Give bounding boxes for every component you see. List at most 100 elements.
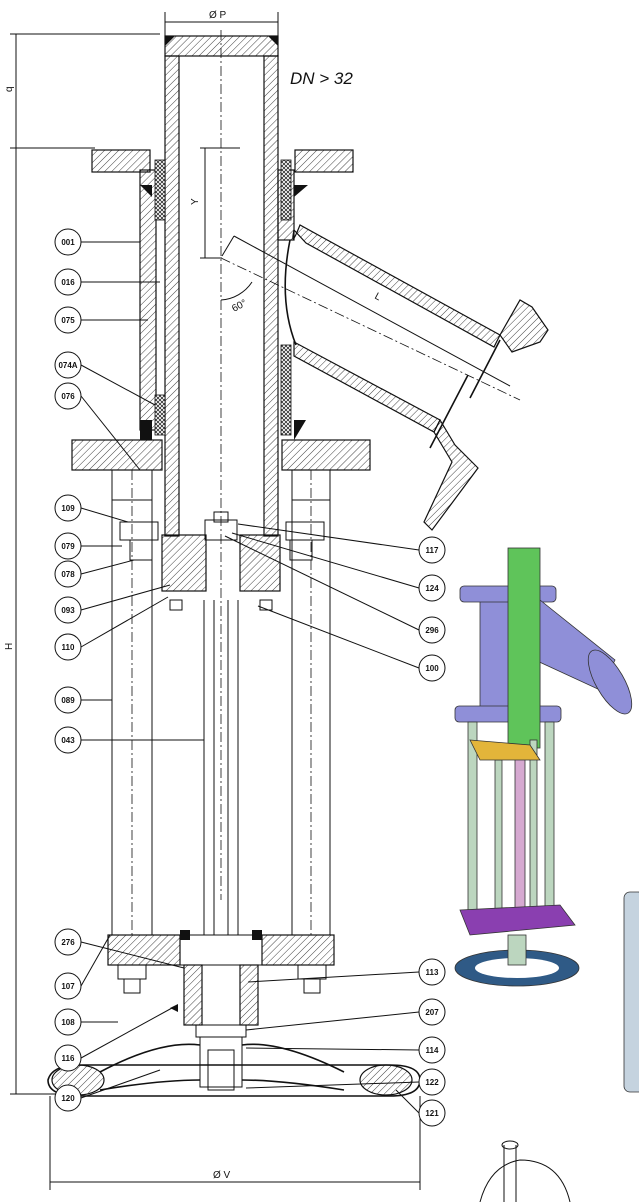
- callout-bubble: [418, 654, 446, 682]
- top-cap: [164, 35, 279, 57]
- dim-p: Ø P: [164, 10, 279, 36]
- callout-label: 117: [426, 546, 439, 555]
- hub: [170, 964, 259, 1091]
- dim-left: q H: [4, 33, 160, 1095]
- callout-bubble: [54, 560, 82, 588]
- callout-leader: [245, 1047, 420, 1051]
- callout-label: 076: [61, 392, 75, 401]
- angled-branch: L 60°: [220, 224, 549, 531]
- callout-bubble: [54, 228, 82, 256]
- callout-bubble: [54, 382, 82, 410]
- callout-leader: [231, 532, 420, 589]
- callout-label: 124: [425, 584, 439, 593]
- callout-label: 043: [61, 736, 75, 745]
- title-text: DN > 32: [290, 69, 353, 88]
- render-part: [514, 749, 526, 921]
- callout-bubble: [418, 1068, 446, 1096]
- callout-bubble: [54, 1044, 82, 1072]
- render-part: [469, 739, 541, 761]
- dim-v-label: Ø V: [213, 1170, 231, 1181]
- render-part: [544, 721, 555, 923]
- bottom-plate: [107, 930, 335, 994]
- callout-leader: [80, 1069, 161, 1099]
- callout-bubble: [54, 633, 82, 661]
- callout-label: 001: [61, 238, 75, 247]
- callout-bubble: [418, 958, 446, 986]
- callout-bubble: [418, 616, 446, 644]
- callouts-right: 117 124 296 100 113 207 114 122 121: [224, 523, 446, 1127]
- callout-bubble: [418, 1036, 446, 1064]
- callout-label: 114: [426, 1046, 439, 1055]
- callout-leader: [80, 364, 156, 406]
- yoke-block: [119, 511, 325, 611]
- callout-label: 074A: [58, 361, 77, 370]
- callout-label: 120: [61, 1094, 75, 1103]
- callout-leader: [80, 934, 111, 987]
- callout-label: 089: [61, 696, 75, 705]
- render-part: [459, 904, 576, 936]
- dim-v: Ø V: [49, 1096, 421, 1190]
- callout-bubble: [54, 306, 82, 334]
- callout-leader: [80, 584, 171, 611]
- callout-label: 093: [61, 606, 75, 615]
- callout-label: 276: [61, 938, 75, 947]
- callout-label: 100: [425, 664, 439, 673]
- callout-bubble: [418, 998, 446, 1026]
- callout-leader: [247, 971, 420, 983]
- side-tab: [623, 891, 639, 1093]
- callout-leader: [257, 605, 420, 669]
- callout-label: 121: [425, 1109, 439, 1118]
- dim-q-label: q: [4, 86, 15, 92]
- callout-label: 122: [425, 1078, 439, 1087]
- upper-flange: [91, 149, 354, 431]
- callout-bubble: [54, 351, 82, 379]
- dim-angle-label: 60°: [230, 298, 249, 315]
- columns: [111, 470, 331, 935]
- render-3d: [454, 547, 633, 987]
- callout-bubble: [54, 726, 82, 754]
- callout-label: 113: [426, 968, 439, 977]
- callout-bubble: [54, 972, 82, 1000]
- render-part: [507, 934, 527, 966]
- render-part: [587, 649, 633, 715]
- callout-leader: [80, 559, 135, 575]
- callout-bubble: [54, 268, 82, 296]
- callout-label: 110: [62, 643, 75, 652]
- stem-wall-left: [164, 55, 180, 537]
- callout-leader: [245, 1081, 420, 1089]
- callout-label: 108: [61, 1018, 75, 1027]
- callout-bubble: [54, 532, 82, 560]
- callout-label: 207: [425, 1008, 439, 1017]
- dim-y: Y: [190, 147, 240, 259]
- render-part: [529, 739, 538, 921]
- callout-leader: [80, 1007, 173, 1059]
- callout-leader: [245, 1011, 420, 1031]
- render-part: [494, 759, 503, 921]
- callout-bubble: [54, 596, 82, 624]
- dim-p-label: Ø P: [209, 10, 227, 21]
- callout-label: 107: [61, 982, 75, 991]
- stem-wall-right: [263, 55, 279, 537]
- callout-bubble: [54, 928, 82, 956]
- callout-bubble: [418, 1099, 446, 1127]
- callout-bubble: [54, 494, 82, 522]
- dim-l-label: L: [373, 291, 383, 304]
- callout-label: 116: [62, 1054, 75, 1063]
- callout-label: 296: [425, 626, 439, 635]
- callout-bubble: [54, 1008, 82, 1036]
- callout-bubble: [54, 1084, 82, 1112]
- callout-label: 109: [61, 504, 75, 513]
- callout-leader: [224, 535, 420, 631]
- callout-bubble: [418, 574, 446, 602]
- render-part: [623, 891, 639, 1093]
- callout-label: 075: [61, 316, 75, 325]
- partial-wheel-sketch: [479, 1140, 571, 1202]
- render-part: [507, 547, 541, 749]
- callout-leader: [237, 523, 420, 551]
- callouts-left: 001016075074A076109079078093110089043276…: [54, 228, 204, 1112]
- dim-y-label: Y: [190, 198, 201, 205]
- callout-label: 078: [61, 570, 75, 579]
- callout-leader: [80, 941, 185, 969]
